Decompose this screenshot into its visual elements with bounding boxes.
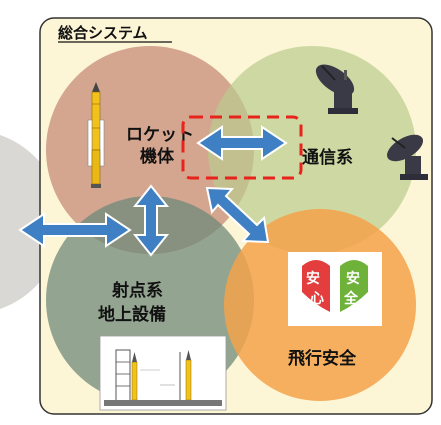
- rocket-safety-arrow: [205, 186, 270, 244]
- logo-char-1: 安: [306, 270, 320, 287]
- comm-circle: [208, 46, 416, 254]
- rocket-ground-arrow: [132, 184, 170, 257]
- logo-char-3: 心: [310, 291, 324, 307]
- rocket-label-line2: 機体: [140, 146, 175, 167]
- launch-pad-icon: [99, 335, 227, 411]
- comm-label: 通信系: [302, 147, 353, 168]
- rocket-comm-arrow: [196, 125, 288, 161]
- logo-char-4: 全: [343, 290, 359, 307]
- satellite-dish-icon-2: [386, 134, 428, 180]
- logo-char-2: 安: [346, 270, 360, 287]
- safety-logo: 安 安 心 全: [288, 252, 382, 326]
- safety-label: 飛行安全: [287, 348, 357, 369]
- ground-label-line2: 地上設備: [98, 304, 166, 325]
- rocket-icon: [87, 82, 105, 188]
- frame-title: 総合システム: [58, 24, 148, 42]
- rocket-label-line1: ロケット: [126, 125, 194, 145]
- interface-highlight-box: [181, 115, 303, 180]
- ground-label-line1: 射点系: [111, 280, 163, 301]
- external-ground-arrow: [18, 212, 132, 248]
- satellite-dish-icon: [315, 64, 358, 114]
